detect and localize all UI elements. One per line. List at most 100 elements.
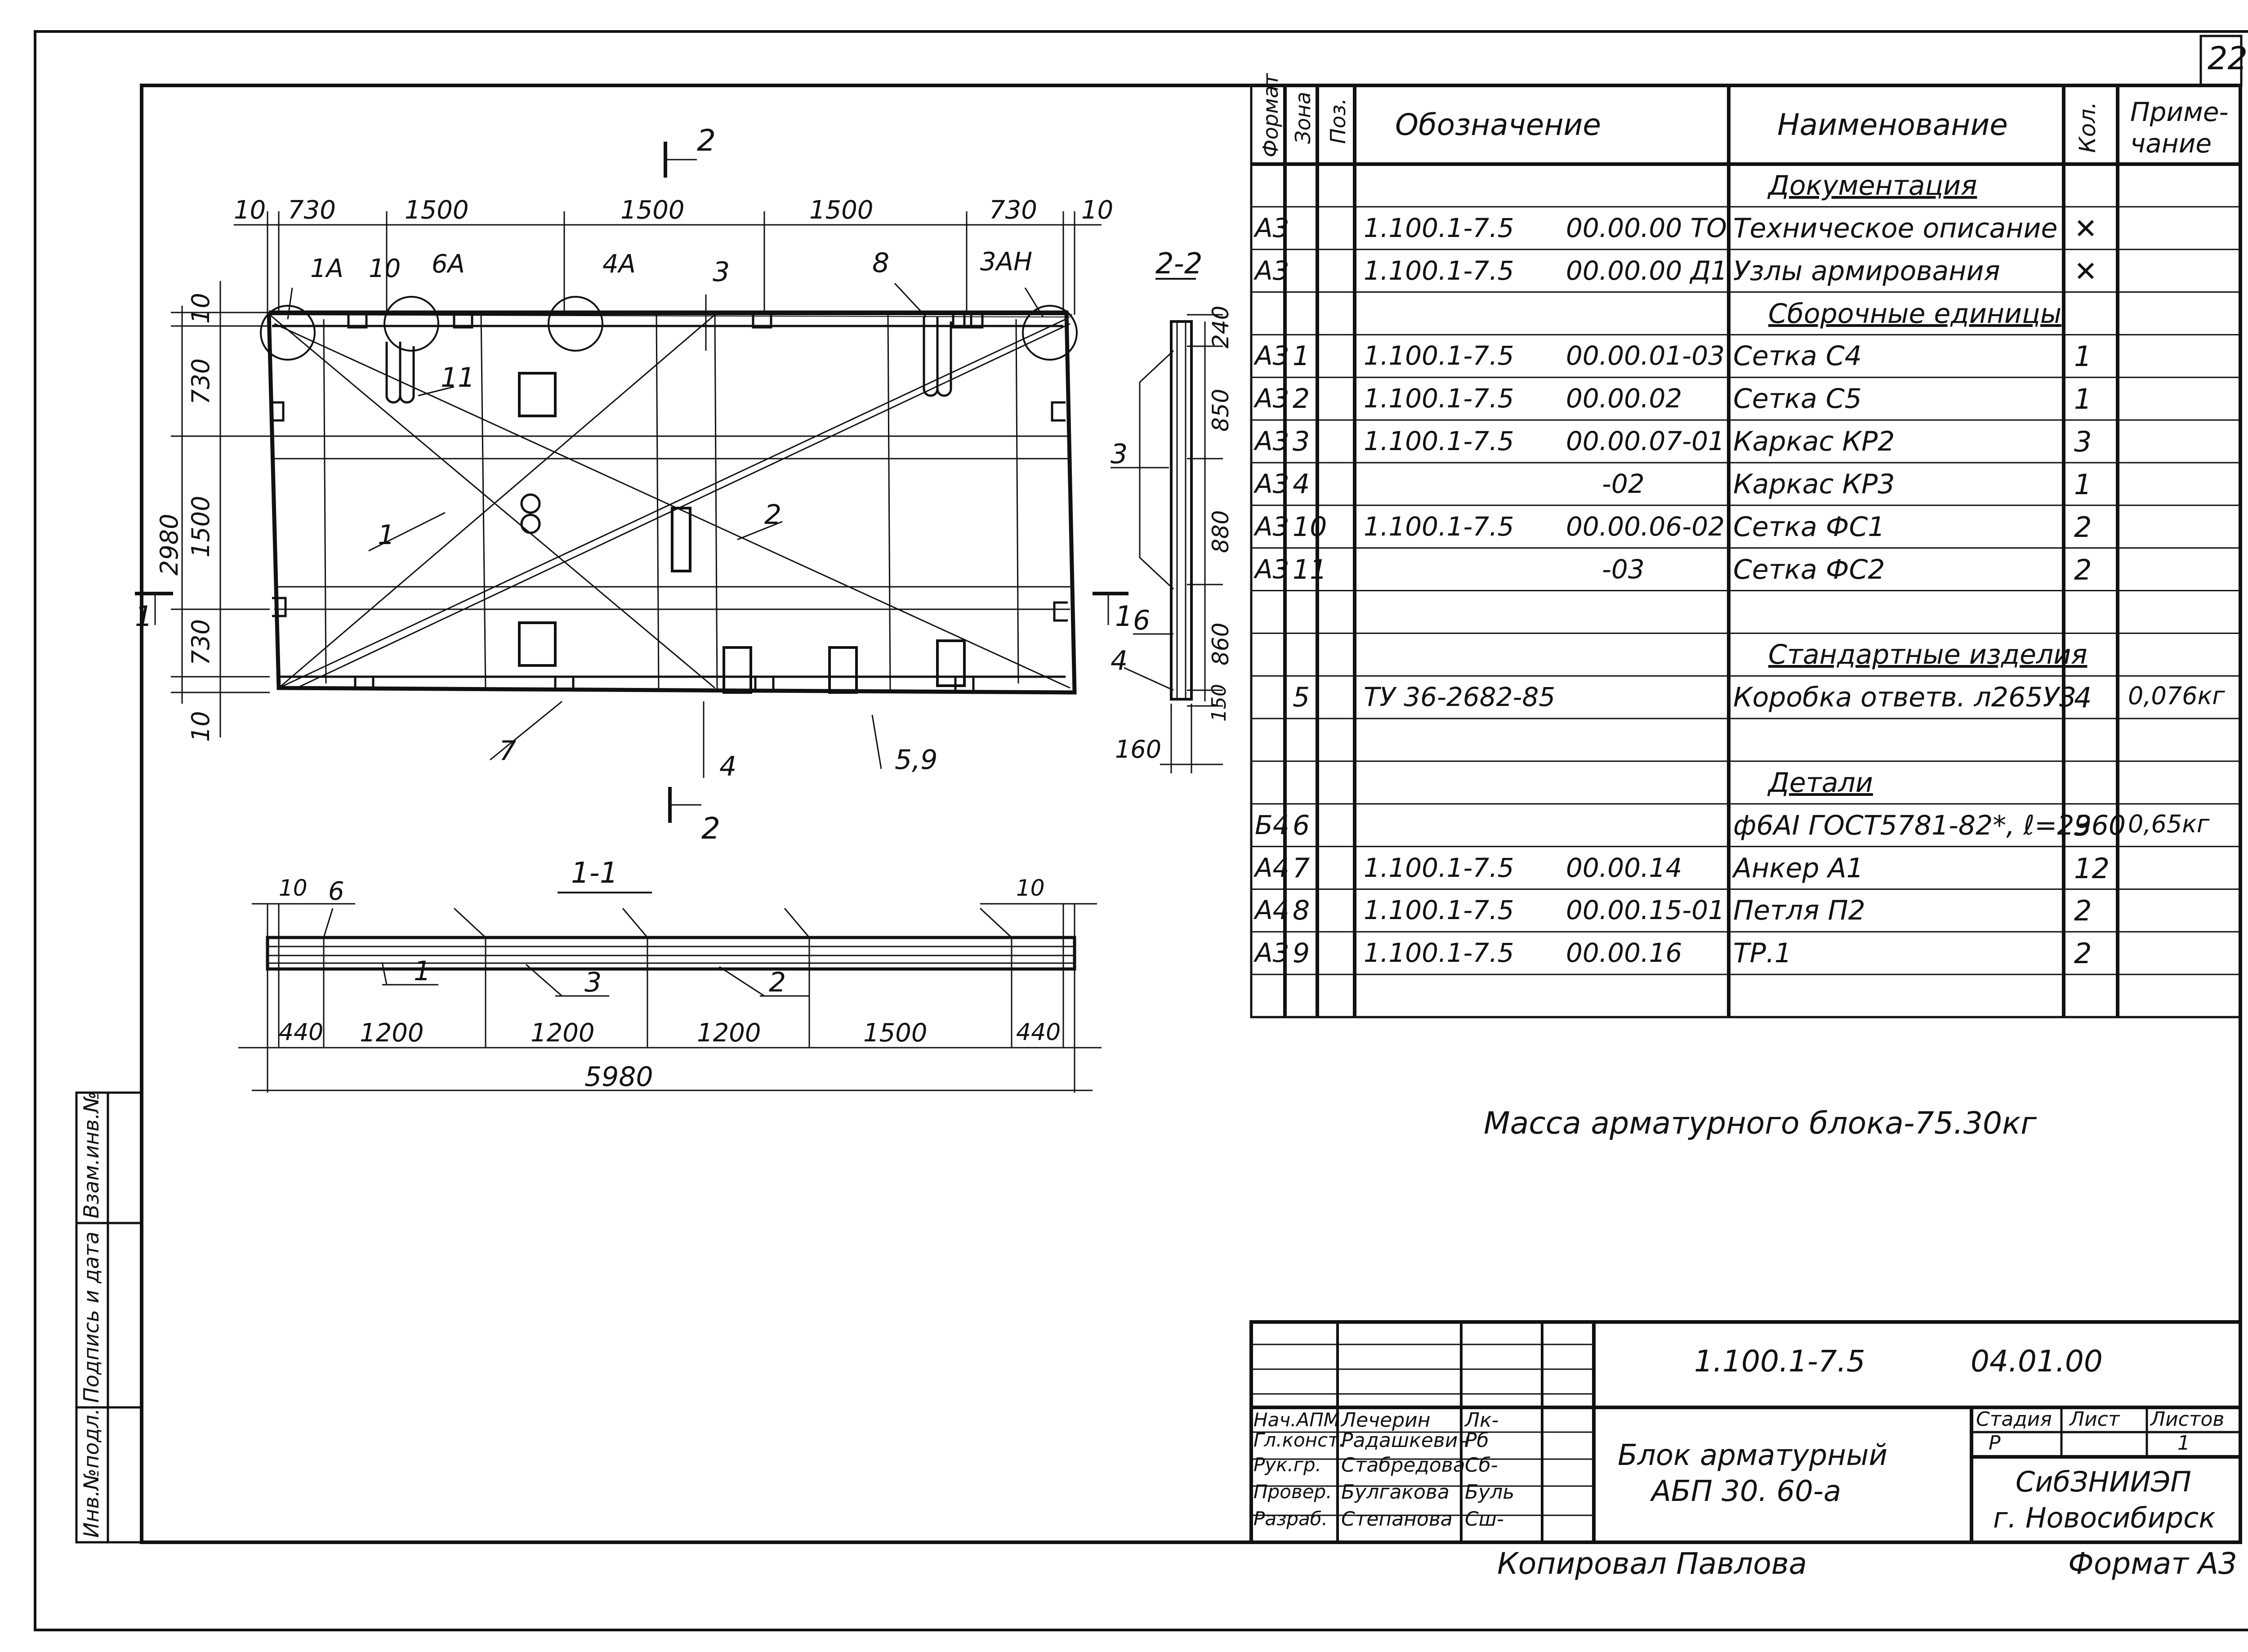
sheet-number: 22 [2208, 40, 2248, 77]
title-code: 04.01.00 [1971, 1344, 2103, 1379]
spec-cell-doc1: 1.100.1-7.5 [1364, 511, 1514, 542]
spec-cell-kol: 2 [2074, 894, 2092, 928]
spec-cell-doc2: 00.00.16 [1566, 938, 1682, 969]
spec-cell-doc1: 1.100.1-7.5 [1364, 383, 1514, 414]
spec-cell-format: А3 [1255, 468, 1289, 499]
spec-header-primechanie-1: Приме- [2130, 97, 2229, 127]
section-11-bottom-dim-2: 1200 [531, 1018, 595, 1048]
spec-cell-doc2: 00.00.06-02 [1566, 511, 1725, 542]
spec-cell-kol: 3 [2074, 425, 2092, 459]
spec-cell-format: А3 [1255, 255, 1289, 286]
callout-4: 4 [719, 751, 737, 782]
title-name-1: Блок арматурный [1618, 1439, 1888, 1472]
spec-cell-name: Документация [1768, 170, 1977, 201]
section-11-top-dim-1: 10 [1016, 875, 1045, 901]
callout-2: 2 [764, 499, 782, 531]
plan-dim-left-4: 10 [187, 711, 215, 742]
section-22-dim-2: 880 [1208, 510, 1234, 553]
section-mark-1-left: 1 [135, 600, 153, 633]
section-11-callout-3: 3 [584, 967, 602, 998]
spec-cell-kol: 1 [2074, 383, 2092, 416]
spec-table-grid [1250, 84, 2242, 1018]
spec-cell-kol: ✕ [2074, 254, 2097, 288]
staff-name: Радашкевич [1341, 1429, 1470, 1452]
spec-header-poz: Поз. [1326, 98, 1350, 144]
plan-dim-top-4: 1500 [809, 196, 874, 225]
section-11-callout-6: 6 [328, 877, 344, 906]
spec-cell-format: А3 [1255, 426, 1289, 457]
plan-overall-height: 2980 [155, 513, 183, 576]
spec-cell-name: Анкер А1 [1733, 852, 1864, 884]
sheet-format: Формат А3 [2068, 1546, 2237, 1581]
spec-cell-poz: 5 [1293, 682, 1310, 714]
spec-cell-doc2: 00.00.15-01 [1566, 895, 1725, 926]
section-1-1-title: 1-1 [571, 857, 618, 890]
spec-cell-name: ТР.1 [1733, 938, 1792, 969]
spec-cell-poz: 6 [1293, 809, 1310, 841]
title-name-2: АБП 30. 60-а [1651, 1475, 1842, 1508]
node-3ah-label: 3АН [980, 247, 1033, 277]
section-22-dim-4: 150 [1208, 684, 1231, 722]
spec-cell-poz: 10 [1293, 511, 1327, 543]
plan-dim-top-3: 1500 [620, 196, 685, 225]
spec-header-naimenovanie: Наименование [1777, 107, 2008, 142]
staff-role: Нач.АПМ [1253, 1409, 1340, 1431]
spec-cell-doc1: 1.100.1-7.5 [1364, 212, 1514, 243]
spec-header-primechanie-2: чание [2130, 128, 2212, 159]
copied-by: Копировал Павлова [1497, 1546, 1807, 1581]
spec-cell-doc1: 1.100.1-7.5 [1364, 852, 1514, 883]
spec-cell-note: 0,65кг [2128, 809, 2210, 838]
title-sheet-label: Лист [2070, 1408, 2120, 1431]
callout-7: 7 [499, 735, 517, 767]
spec-cell-name: Стандартные изделия [1768, 639, 2087, 671]
section-11-top-dim-0: 10 [279, 875, 308, 901]
spec-cell-format: А3 [1255, 938, 1289, 969]
callout-11: 11 [441, 362, 475, 393]
spec-cell-doc2: 00.00.14 [1566, 852, 1682, 883]
title-stage: Р [1989, 1432, 2001, 1455]
spec-cell-poz: 1 [1293, 340, 1310, 372]
spec-cell-doc2: -03 [1602, 554, 1645, 585]
plan-dim-left-1: 730 [187, 358, 215, 405]
spec-cell-doc1: ТУ 36-2682-85 [1364, 682, 1556, 713]
section-22-callout-4: 4 [1111, 645, 1128, 677]
node-1a-label: 1А [310, 254, 343, 283]
spec-header-format: Формат [1258, 73, 1283, 157]
plan-dim-top-0: 10 [234, 196, 266, 225]
section-mark-2-bottom: 2 [701, 811, 720, 846]
plan-dim-top-6: 10 [1081, 196, 1114, 225]
title-sheets: 1 [2177, 1432, 2190, 1455]
vzam-inv-label: Взам.инв.№ [79, 1091, 103, 1219]
spec-cell-kol: 12 [2074, 852, 2110, 885]
staff-signature: Сб- [1465, 1454, 1498, 1477]
spec-cell-name: Сетка С4 [1733, 340, 1862, 372]
node-10-label: 10 [369, 254, 401, 283]
mass-note: Масса арматурного блока-75.30кг [1484, 1106, 2037, 1141]
spec-cell-doc2: 00.00.02 [1566, 383, 1682, 414]
spec-cell-name: Сетка ФС1 [1733, 511, 1885, 543]
spec-cell-format: Б4 [1255, 809, 1289, 840]
staff-name: Стабредова [1341, 1454, 1465, 1477]
spec-cell-format: А4 [1255, 895, 1289, 926]
section-22-width: 160 [1115, 735, 1162, 763]
section-22-dim-1: 850 [1208, 388, 1234, 432]
spec-cell-doc1: 1.100.1-7.5 [1364, 895, 1514, 926]
spec-cell-doc2: 00.00.07-01 [1566, 426, 1725, 457]
staff-name: Булгакова [1341, 1481, 1450, 1504]
title-stage-label: Стадия [1976, 1408, 2052, 1431]
section-mark-1-right: 1 [1115, 600, 1133, 633]
plan-dim-top-2: 1500 [405, 196, 469, 225]
section-11-bottom-dim-5: 440 [1016, 1019, 1061, 1046]
inv-podl-label: Инв.№подл. [79, 1408, 103, 1538]
node-4a-label: 4А [602, 250, 636, 279]
section-2-2-title: 2-2 [1155, 247, 1203, 281]
spec-cell-kol: 2 [2074, 937, 2092, 970]
spec-cell-name: Каркас КР3 [1733, 468, 1895, 500]
section-2-2-lines [1111, 278, 1223, 773]
spec-cell-name: Узлы армирования [1733, 255, 2000, 287]
section-22-dim-3: 860 [1208, 622, 1234, 665]
spec-cell-kol: 2 [2074, 553, 2092, 586]
staff-role: Разраб. [1253, 1508, 1328, 1530]
